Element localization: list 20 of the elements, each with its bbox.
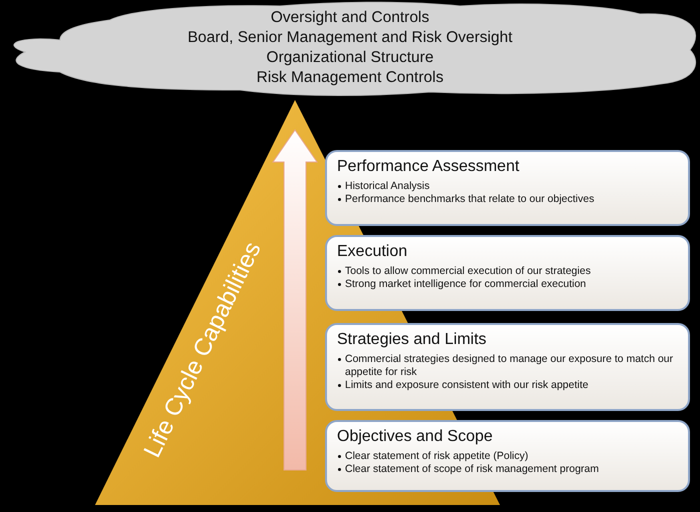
bullet-text: Commercial strategies designed to manage our exposure to match our appetite for risk: [345, 353, 674, 379]
text-card: [325, 150, 690, 226]
card-heading: Objectives and Scope: [337, 428, 493, 446]
bullet-text: Clear statement of scope of risk management program: [345, 463, 599, 476]
card-heading: Strategies and Limits: [337, 331, 486, 349]
bullet-text: Historical Analysis: [345, 180, 430, 193]
cloud-heading: Oversight and Controls: [270, 8, 430, 28]
text-card: [325, 420, 690, 492]
bullet-text: Tools to allow commercial execution of our strategies: [345, 265, 591, 278]
bullet-text: Limits and exposure consistent with our risk appetite: [345, 379, 588, 392]
cloud-text: Risk Management Controls: [256, 68, 444, 88]
text-card: [325, 235, 690, 311]
cloud-text: Organizational Structure: [266, 48, 434, 68]
bullet-text: Strong market intelligence for commercial execution: [345, 278, 586, 291]
bullet-text: Performance benchmarks that relate to our objectives: [345, 193, 594, 206]
cloud-text: Board, Senior Management and Risk Oversight: [188, 28, 512, 48]
card-heading: Performance Assessment: [337, 158, 520, 176]
card-heading: Execution: [337, 243, 408, 261]
bullet-text: Clear statement of risk appetite (Policy): [345, 450, 528, 463]
text-card: [325, 323, 690, 411]
